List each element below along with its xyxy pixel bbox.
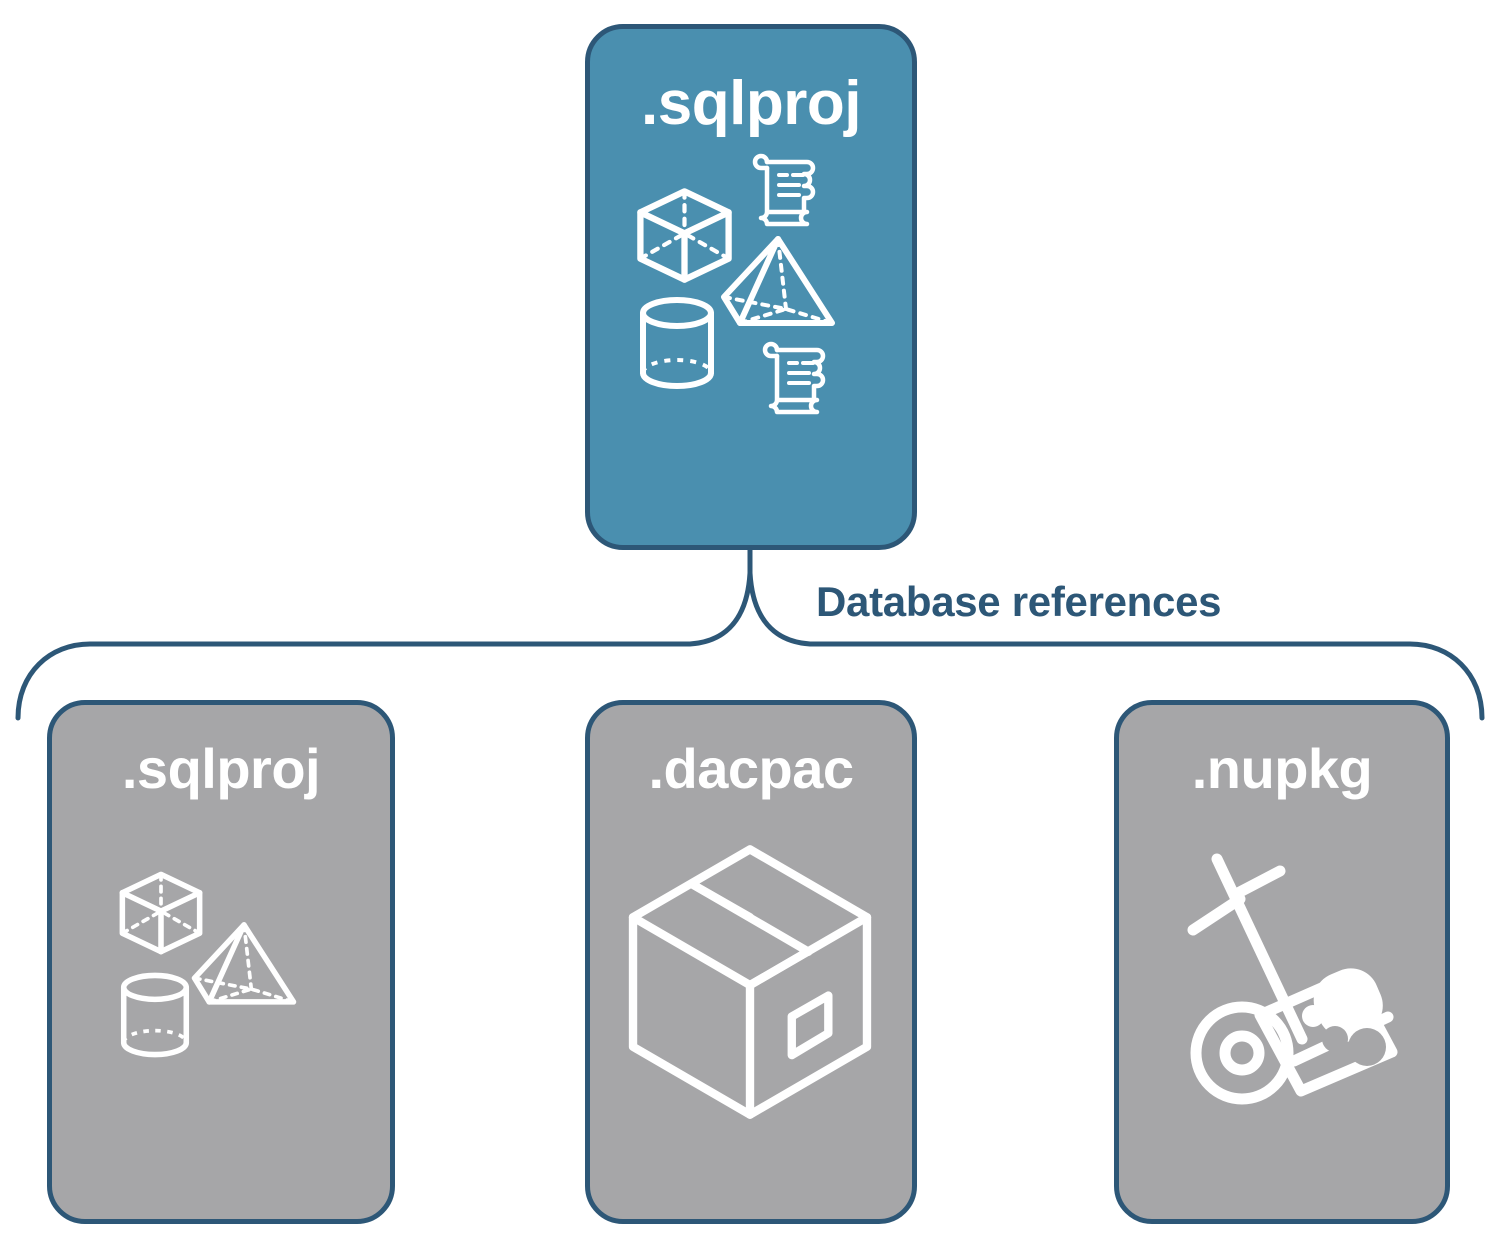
scroll-icon-bottom — [762, 341, 826, 415]
reference-node-dacpac-label: .dacpac — [648, 737, 854, 800]
scroll-icon-top — [752, 153, 816, 227]
reference-node-dacpac-icon-group — [601, 809, 901, 1129]
hand-truck-nuget-icon — [1187, 853, 1398, 1105]
reference-node-nupkg-label: .nupkg — [1191, 737, 1373, 800]
root-node-sqlproj[interactable]: .sqlproj — [585, 24, 917, 550]
cube-icon — [637, 188, 732, 283]
package-box-icon — [628, 845, 872, 1119]
reference-node-sqlproj-icon-group — [71, 809, 371, 1129]
root-node-label: .sqlproj — [641, 69, 861, 138]
reference-node-nupkg[interactable]: .nupkg — [1114, 700, 1450, 1224]
reference-node-sqlproj-label: .sqlproj — [121, 737, 321, 800]
root-node-icon-group — [626, 153, 876, 415]
bracket-label: Database references — [816, 578, 1222, 625]
cylinder-icon — [640, 297, 714, 389]
pyramid-icon — [721, 236, 835, 326]
reference-node-sqlproj[interactable]: .sqlproj — [47, 700, 395, 1224]
cylinder-icon — [120, 972, 190, 1058]
pyramid-icon — [191, 922, 297, 1005]
cube-icon — [119, 871, 203, 955]
reference-node-dacpac[interactable]: .dacpac — [585, 700, 917, 1224]
reference-node-nupkg-icon-group — [1132, 809, 1432, 1129]
